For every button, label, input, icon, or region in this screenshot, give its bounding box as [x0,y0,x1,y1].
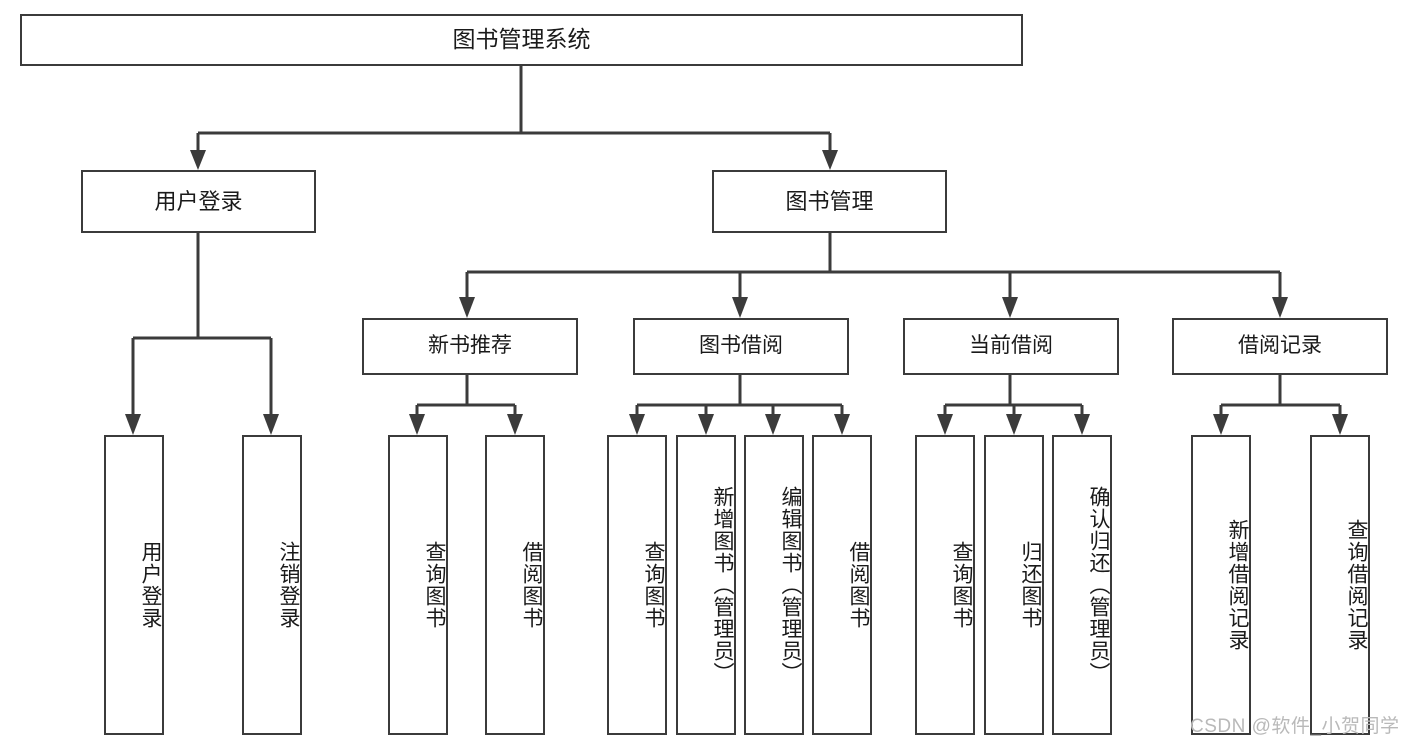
node-label: 用户登录 [139,541,162,629]
node-new-book-recommend[interactable]: 新书推荐 [362,318,578,375]
node-label: 新书推荐 [428,334,512,358]
node-book-borrow[interactable]: 图书借阅 [633,318,849,375]
leaf-query-book-current[interactable]: 查询图书 [915,435,975,735]
node-label: 确认归还（管理员） [1087,486,1110,684]
node-label: 查询图书 [423,541,446,629]
node-label: 借阅图书 [520,541,543,629]
node-label: 查询图书 [950,541,973,629]
node-label: 图书管理 [785,188,874,214]
leaf-query-borrow-record[interactable]: 查询借阅记录 [1310,435,1370,735]
node-label: 图书借阅 [699,334,783,358]
watermark-text: CSDN @软件_小贺同学 [1190,716,1400,737]
leaf-borrow-book[interactable]: 借阅图书 [812,435,872,735]
leaf-borrow-book-recommend[interactable]: 借阅图书 [485,435,545,735]
node-label: 用户登录 [154,188,243,214]
leaf-edit-book-admin[interactable]: 编辑图书（管理员） [744,435,804,735]
leaf-query-book-recommend[interactable]: 查询图书 [388,435,448,735]
node-borrow-record[interactable]: 借阅记录 [1172,318,1388,375]
node-label: 借阅记录 [1238,334,1322,358]
node-label: 借阅图书 [847,541,870,629]
node-user-login[interactable]: 用户登录 [81,170,316,233]
leaf-add-borrow-record[interactable]: 新增借阅记录 [1191,435,1251,735]
leaf-user-login[interactable]: 用户登录 [104,435,164,735]
leaf-return-book[interactable]: 归还图书 [984,435,1044,735]
node-label: 查询图书 [642,541,665,629]
leaf-query-book-borrow[interactable]: 查询图书 [607,435,667,735]
leaf-add-book-admin[interactable]: 新增图书（管理员） [676,435,736,735]
node-label: 注销登录 [277,541,300,629]
node-current-borrow[interactable]: 当前借阅 [903,318,1119,375]
leaf-logout[interactable]: 注销登录 [242,435,302,735]
node-label: 归还图书 [1019,541,1042,629]
node-book-management[interactable]: 图书管理 [712,170,947,233]
node-root-system[interactable]: 图书管理系统 [20,14,1023,66]
node-label: 当前借阅 [969,334,1053,358]
node-label: 编辑图书（管理员） [779,486,802,684]
node-label: 新增图书（管理员） [711,486,734,684]
node-label: 图书管理系统 [452,26,591,53]
leaf-confirm-return-admin[interactable]: 确认归还（管理员） [1052,435,1112,735]
node-label: 查询借阅记录 [1345,519,1368,651]
node-label: 新增借阅记录 [1226,519,1249,651]
